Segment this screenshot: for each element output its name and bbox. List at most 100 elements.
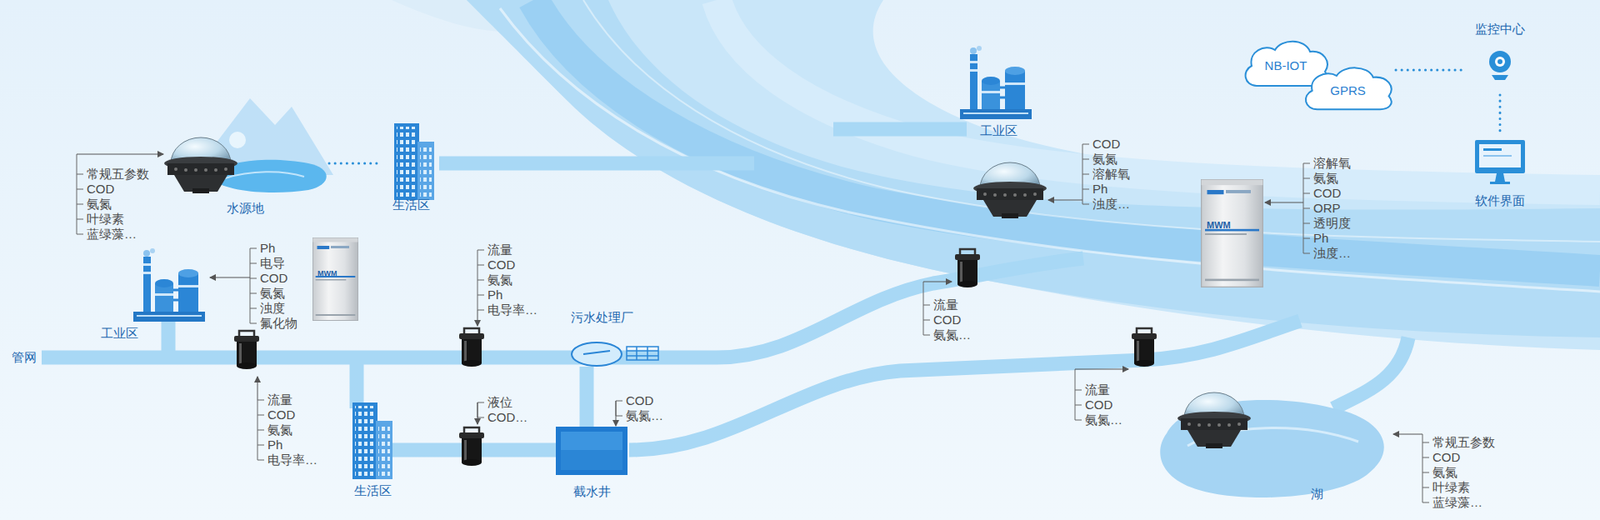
cloud-label: GPRS	[1330, 83, 1366, 99]
bracket-tick	[1422, 487, 1430, 489]
bracket-tick	[250, 293, 257, 295]
bracket-tick	[477, 265, 485, 266]
parameter-item: Ph	[1313, 230, 1329, 246]
parameter-item: 氨氮…	[625, 408, 664, 424]
bracket-tick	[1075, 420, 1082, 421]
parameter-item: 浊度…	[1092, 196, 1130, 212]
bracket-tick	[257, 400, 265, 401]
node-caption: 工业区	[980, 123, 1018, 139]
parameter-item: 氨氮	[267, 422, 293, 438]
leader-arrow	[1265, 202, 1304, 204]
network-label: 管网	[11, 350, 37, 365]
bracket-tick	[1303, 178, 1310, 180]
bracket-tick	[477, 310, 485, 311]
bracket-tick	[923, 305, 930, 306]
parameter-item: COD	[625, 393, 654, 409]
parameter-item: 叶绿素	[1432, 480, 1470, 495]
leader-arrow	[477, 402, 479, 425]
leader-arrow	[1048, 200, 1083, 201]
bracket-tick	[615, 400, 623, 402]
parameter-item: 氨氮	[1313, 170, 1339, 186]
parameter-item: 流量	[933, 297, 959, 313]
parameter-item: 电导率…	[487, 302, 538, 318]
leader-arrow	[210, 277, 250, 279]
parameter-item: 电导率…	[267, 452, 318, 468]
node-caption: 截水井	[573, 484, 611, 500]
bracket-line	[250, 248, 251, 324]
dotted-link	[1395, 69, 1463, 72]
bracket-tick	[76, 174, 84, 175]
parameter-item: 电导	[260, 255, 285, 271]
bracket-tick	[1422, 442, 1430, 444]
parameter-item: 浊度…	[1313, 245, 1351, 261]
bracket-tick	[1303, 223, 1310, 225]
parameter-item: 蓝绿藻…	[86, 226, 137, 242]
parameter-item: 常规五参数	[1432, 435, 1495, 450]
leader-arrow	[76, 154, 164, 155]
bracket-tick	[923, 320, 930, 321]
parameter-item: 叶绿素	[86, 211, 125, 227]
cloud-label: NB-IOT	[1265, 58, 1308, 74]
bracket-tick	[1303, 193, 1310, 195]
parameter-item: Ph	[267, 437, 283, 453]
leader-arrow	[923, 281, 952, 283]
parameter-item: COD	[267, 407, 295, 423]
parameter-item: 氨氮	[260, 285, 285, 301]
parameter-item: 常规五参数	[86, 166, 150, 182]
cabinet-brand: MWM	[317, 268, 338, 279]
bracket-tick	[76, 204, 84, 205]
parameter-item: 氨氮	[487, 272, 513, 288]
parameter-item: 透明度	[1313, 215, 1351, 231]
residential-area: 生活区	[379, 104, 450, 217]
node-caption: 湖	[1310, 486, 1324, 502]
bracket-tick	[615, 415, 623, 417]
dotted-link	[1499, 95, 1502, 134]
bracket-tick	[1082, 159, 1090, 160]
bracket-tick	[1303, 253, 1310, 255]
parameter-item: Ph	[487, 287, 503, 303]
bracket-line	[1075, 369, 1076, 420]
parameter-item: 氨氮…	[1085, 412, 1123, 428]
node-caption: 污水处理厂	[570, 310, 634, 325]
bracket-tick	[257, 430, 265, 431]
bracket-tick	[1082, 189, 1090, 190]
node-caption: 监控中心	[1475, 21, 1525, 37]
bracket-tick	[1422, 457, 1430, 459]
bracket-tick	[1422, 502, 1430, 504]
bracket-tick	[250, 308, 257, 310]
parameter-item: COD	[933, 312, 961, 328]
monitor-center: 监控中心	[1462, 18, 1538, 95]
bracket-tick	[76, 189, 84, 190]
parameter-item: COD	[1085, 397, 1113, 413]
node-caption: 水源地	[226, 200, 265, 216]
parameter-item: COD	[86, 181, 115, 197]
bracket-tick	[1082, 144, 1090, 145]
bracket-tick	[1082, 174, 1090, 175]
bracket-tick	[76, 234, 84, 235]
parameter-item: 氨氮…	[933, 327, 971, 343]
leader-arrow	[615, 400, 617, 426]
leader-arrow	[477, 310, 479, 326]
bracket-line	[76, 154, 78, 235]
parameter-item: 溶解氧	[1313, 155, 1351, 171]
bracket-tick	[477, 417, 485, 419]
parameter-item: Ph	[260, 240, 275, 256]
leader-arrow	[1075, 369, 1129, 370]
bracket-tick	[1075, 405, 1082, 406]
node-caption: 生活区	[354, 483, 392, 499]
sewage-plant: 污水处理厂	[550, 310, 655, 375]
parameter-item: ORP	[1313, 200, 1341, 216]
leader-arrow	[257, 376, 259, 400]
bracket-tick	[477, 280, 485, 281]
bracket-tick	[477, 250, 485, 251]
node-caption: 生活区	[392, 197, 430, 213]
parameter-item: 氨氮	[1432, 465, 1458, 480]
parameter-item: 氨氮	[1092, 151, 1118, 167]
parameter-item: 蓝绿藻…	[1432, 495, 1483, 510]
bracket-tick	[250, 263, 257, 265]
lake: 湖	[1162, 391, 1392, 509]
bracket-tick	[250, 248, 257, 250]
industrial-area: 工业区	[83, 241, 209, 344]
parameter-item: 氟化物	[260, 315, 298, 331]
water-source: 水源地	[162, 91, 330, 221]
